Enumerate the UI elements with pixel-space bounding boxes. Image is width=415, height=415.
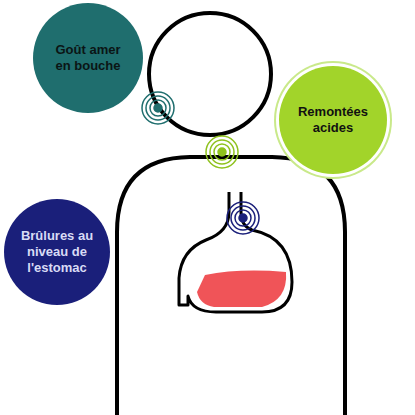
- symptom-circle: Remontées acides: [279, 66, 387, 174]
- ripple-icon: [206, 136, 238, 168]
- symptom-circle: Goût amer en bouche: [33, 3, 143, 113]
- body-outline: [117, 157, 345, 415]
- symptom-label: Brûlures au niveau de l'estomac: [19, 228, 96, 277]
- ripple-icon: [227, 202, 259, 234]
- stomach-icon: [179, 192, 292, 312]
- symptom-circle: Brûlures au niveau de l'estomac: [4, 199, 110, 305]
- symptom-label: Goût amer en bouche: [48, 42, 128, 75]
- ripple-icon: [142, 92, 174, 124]
- symptom-label: Remontées acides: [294, 104, 372, 137]
